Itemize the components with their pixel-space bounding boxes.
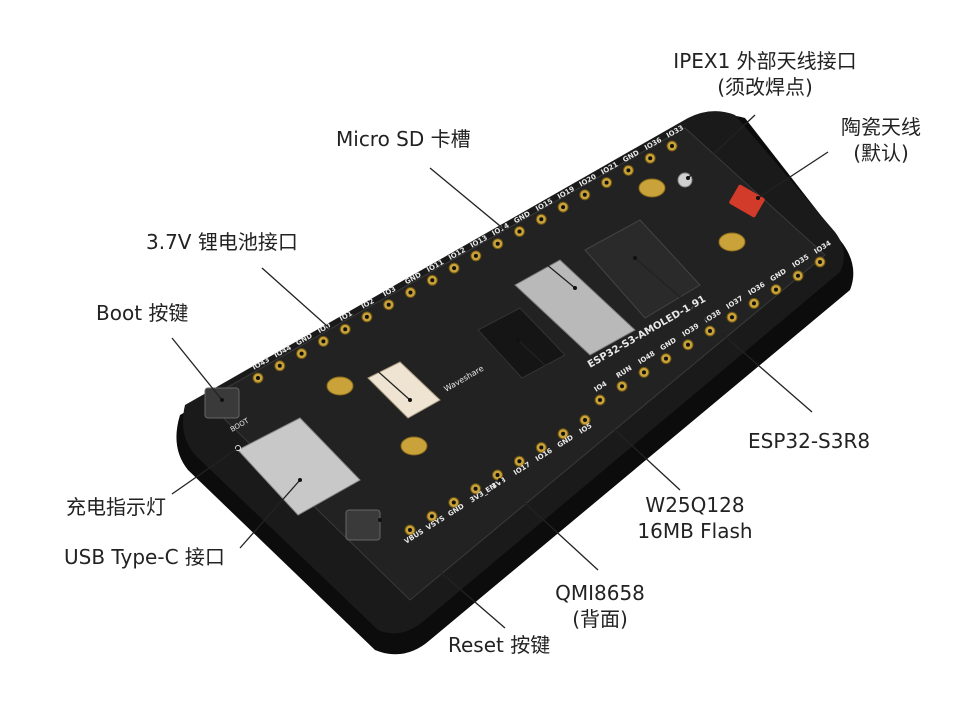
ipex-connector [677, 172, 693, 188]
pin-hole-center [364, 314, 369, 319]
leader-dots [220, 176, 760, 522]
label-qmi-line2: (背面) [572, 607, 628, 631]
leader-reset [379, 519, 506, 629]
esp32-chip [584, 219, 701, 319]
pin-hole-center [408, 528, 412, 532]
label-usb: USB Type-C 接口 [64, 545, 225, 569]
dot-ipex [686, 176, 690, 180]
label-ipex-line2: (须改焊点) [717, 75, 813, 99]
standoff [326, 376, 354, 396]
pin-hole-center [818, 260, 822, 264]
dot-led [236, 446, 240, 450]
pin-hole-center [583, 418, 587, 422]
standoff [718, 232, 746, 252]
label-battery: 3.7V 锂电池接口 [146, 230, 298, 254]
label-qmi-line1: QMI8658 [555, 581, 645, 605]
reset-button [345, 509, 381, 541]
leader-ipex [687, 114, 756, 179]
label-ipex: IPEX1 外部天线接口 (须改焊点) [660, 48, 870, 100]
pin-hole-center [686, 342, 690, 347]
label-ipex-line1: IPEX1 外部天线接口 [673, 49, 857, 73]
dot-qmi [498, 478, 502, 482]
dot-reset [378, 518, 382, 522]
pin-hole-center [277, 363, 282, 368]
ceramic-antenna [729, 184, 765, 218]
pin-hole-center [256, 376, 260, 380]
pin-hole-center [796, 273, 800, 278]
boot-button [204, 387, 240, 419]
pin-hole-center [495, 473, 500, 477]
pin-hole-center [561, 205, 566, 210]
pin-hole-center [473, 486, 478, 491]
leader-boot [171, 337, 223, 401]
pin-hole-center [561, 431, 566, 436]
pin-hole-center [495, 241, 500, 246]
pin-hole-center [430, 278, 435, 283]
leader-charge-led [171, 447, 239, 495]
label-micro-sd: Micro SD 卡槽 [336, 127, 471, 151]
pin-hole-center [664, 356, 668, 361]
pin-hole-center [343, 327, 348, 332]
pin-hole-center [408, 290, 413, 295]
label-flash: W25Q128 16MB Flash [630, 492, 760, 544]
standoffs [326, 178, 746, 456]
dot-flash [516, 338, 520, 342]
pin-hole-center [473, 253, 478, 258]
pin-hole-center [604, 180, 609, 185]
label-ceramic-line2: (默认) [853, 141, 909, 165]
leader-ceramic [757, 151, 829, 199]
label-reset: Reset 按键 [448, 633, 551, 657]
pin-hole-center [451, 500, 456, 505]
standoff [638, 178, 666, 198]
leader-lines [171, 114, 829, 629]
leader-esp32 [634, 257, 813, 413]
pin-hole-center [598, 398, 602, 402]
label-qmi: QMI8658 (背面) [540, 580, 660, 632]
pin-hole-center [386, 302, 391, 307]
label-charge-led: 充电指示灯 [66, 495, 166, 519]
dot-battery [408, 398, 412, 402]
pin-hole-center [582, 192, 587, 197]
battery-connector [367, 361, 441, 419]
label-esp32: ESP32-S3R8 [748, 429, 871, 453]
pin-hole-center [620, 384, 624, 389]
pin-hole-center [517, 459, 522, 464]
dot-ceramic [756, 196, 760, 200]
dot-boot [220, 398, 224, 402]
dot-microsd [573, 286, 577, 290]
label-boot: Boot 按键 [96, 301, 189, 325]
pin-hole-center [670, 144, 674, 148]
pin-hole-center [648, 156, 653, 161]
pin-hole-center [452, 266, 457, 271]
leader-flash [517, 339, 681, 491]
pin-hole-center [539, 217, 544, 222]
pin-hole-center [539, 445, 544, 450]
pin-hole-center [299, 351, 304, 356]
label-ceramic-line1: 陶瓷天线 [841, 115, 921, 139]
leader-battery [261, 267, 411, 401]
pin-hole-center [642, 370, 646, 375]
label-flash-line2: 16MB Flash [637, 519, 753, 543]
leader-usb [239, 479, 301, 549]
pin-hole-center [626, 168, 631, 173]
leader-microsd [429, 167, 576, 289]
dot-usb [298, 478, 302, 482]
pin-hole-center [321, 339, 326, 344]
usb-c-port [237, 417, 361, 516]
standoff [400, 436, 428, 456]
micro-sd-slot [514, 259, 636, 356]
pin-hole-center [429, 514, 434, 519]
dot-esp32 [633, 256, 637, 260]
pin-hole-center [752, 301, 756, 306]
pin-hole-center [730, 315, 734, 320]
label-flash-line1: W25Q128 [645, 493, 745, 517]
pin-hole-center [774, 287, 778, 292]
leader-qmi [499, 479, 599, 571]
pin-hole-center [517, 229, 522, 234]
label-ceramic-antenna: 陶瓷天线 (默认) [826, 114, 936, 166]
pin-hole-center [708, 329, 712, 333]
